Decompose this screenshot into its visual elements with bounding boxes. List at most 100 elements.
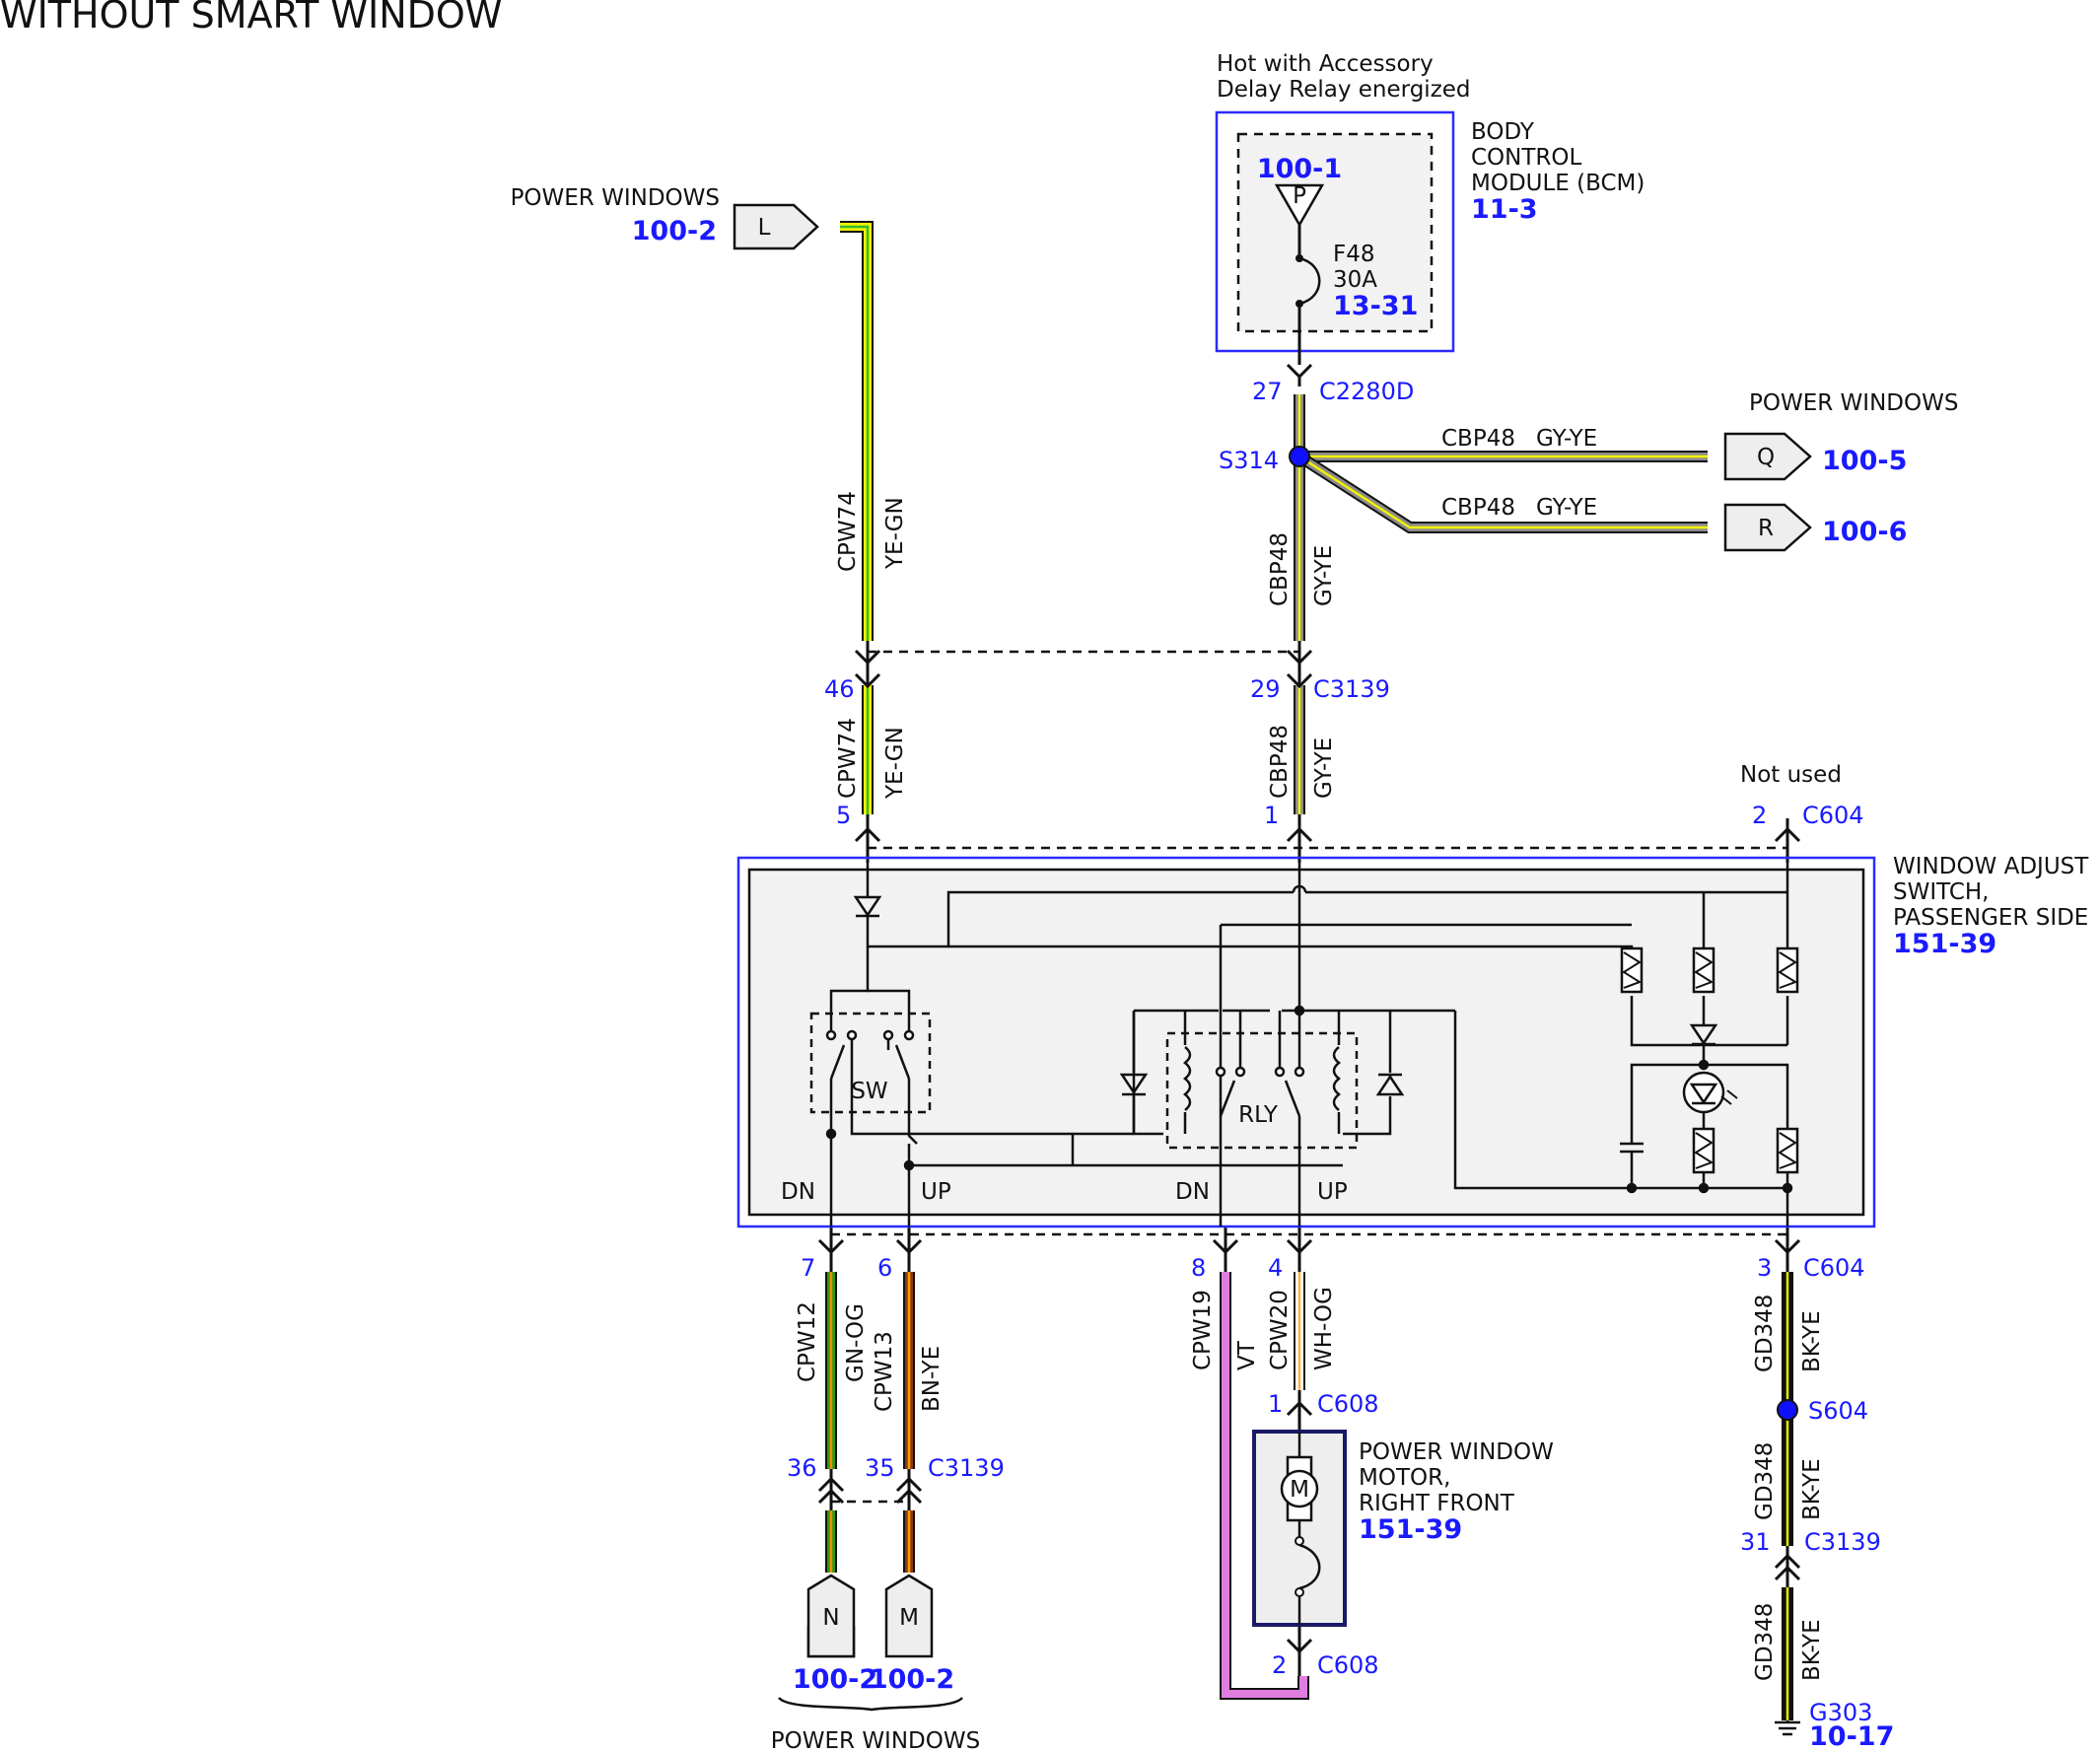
wire-cpw74-upper [840, 221, 874, 641]
sw-label: SW [851, 1079, 887, 1104]
resistor-icons [1620, 946, 1799, 1174]
switch-name-line3: PASSENGER SIDE [1893, 905, 2088, 931]
fuse-icon [1298, 256, 1321, 306]
splice-s314 [1289, 446, 1310, 467]
wire-cpw19 [1220, 1272, 1309, 1700]
ground-icon [1775, 1720, 1800, 1736]
cpw13-circuit: CPW13 [872, 1331, 897, 1412]
c3139-bottom-name2: C3139 [1804, 1528, 1881, 1556]
c2280d-name: C2280D [1319, 378, 1414, 405]
c3139-top-pin-left: 46 [824, 675, 855, 703]
connector-bodies [831, 650, 1787, 1504]
bcm-source-symbol [1274, 183, 1325, 228]
conn-r-ref[interactable]: 100-6 [1822, 517, 1907, 547]
cbp48-upper-color: GY-YE [1311, 545, 1337, 606]
cpw12-circuit: CPW12 [795, 1301, 820, 1382]
conn-l[interactable]: L [733, 203, 819, 250]
cbp48-upper-circuit: CBP48 [1267, 532, 1293, 606]
c604-bottom-pin-a: 7 [801, 1254, 815, 1282]
switch-ref[interactable]: 151-39 [1893, 929, 1996, 959]
bcm-name-line3: MODULE (BCM) [1471, 171, 1645, 196]
conn-q-label: POWER WINDOWS [1749, 390, 1958, 416]
ground-ref[interactable]: 10-17 [1809, 1721, 1894, 1752]
cpw20-color: WH-OG [1311, 1287, 1337, 1370]
cbp48-lower-color: GY-YE [1311, 737, 1337, 799]
up2-label: UP [1317, 1179, 1348, 1205]
switch-circuit [809, 863, 1793, 1226]
c608-bottom-pin: 2 [1272, 1651, 1287, 1679]
cpw13-color: BN-YE [919, 1346, 945, 1412]
conn-m-letter: M [899, 1605, 919, 1631]
motor-symbol: M [1290, 1477, 1309, 1503]
bcm-module: P 100-1 F48 30A 13-31 Hot with Accessory… [1215, 51, 1645, 365]
c3139-bottom-name: C3139 [928, 1454, 1005, 1482]
gd348-b-circuit: GD348 [1752, 1442, 1778, 1520]
switch-name-line2: SWITCH, [1893, 879, 1990, 905]
bcm-source-ref: 100-1 [1257, 154, 1342, 184]
cpw74-lower-color: YE-GN [882, 727, 908, 800]
cbp48-lower-circuit: CBP48 [1267, 725, 1293, 799]
motor-icon [1280, 1469, 1319, 1508]
c608-top-pin: 1 [1268, 1390, 1283, 1418]
brace-icon [778, 1697, 963, 1712]
cbp48-q-color: GY-YE [1536, 426, 1597, 452]
cbp48-r-circuit: CBP48 [1441, 495, 1515, 521]
c604-bottom-pin-d: 4 [1268, 1254, 1283, 1282]
conn-n[interactable]: N [806, 1574, 856, 1658]
conn-m-ref[interactable]: 100-2 [870, 1664, 954, 1695]
c3139-bottom-pin-c: 31 [1740, 1528, 1771, 1556]
conn-q[interactable]: Q [1723, 432, 1812, 481]
motor-name-line3: RIGHT FRONT [1359, 1491, 1515, 1516]
c604-top-name: C604 [1802, 802, 1864, 829]
window-adjust-switch: SW RLY DN UP DN UP [736, 856, 1876, 1228]
gd348-b-color: BK-YE [1799, 1458, 1825, 1520]
cpw19-color: VT [1234, 1340, 1260, 1370]
bcm-name-line1: BODY [1471, 119, 1535, 145]
conn-l-letter: L [758, 215, 771, 241]
c604-top-pin-c: 2 [1752, 802, 1767, 829]
switch-inner [747, 868, 1865, 1217]
c3139-top-pin-right: 29 [1250, 675, 1281, 703]
dn2-label: DN [1175, 1179, 1210, 1205]
c3139-bottom-pin-b: 35 [865, 1454, 895, 1482]
conn-r[interactable]: R [1723, 503, 1812, 552]
bottom-label: POWER WINDOWS [771, 1728, 980, 1752]
motor-name-line2: MOTOR, [1359, 1465, 1450, 1491]
c604-top-pin-b: 1 [1264, 802, 1279, 829]
c3139-bottom-pin-a: 36 [787, 1454, 817, 1482]
bcm-source-letter: P [1293, 183, 1306, 209]
wire-cbp48-to-r [1295, 451, 1708, 533]
cpw20-circuit: CPW20 [1267, 1290, 1293, 1370]
c604-bottom-pin-c: 8 [1191, 1254, 1206, 1282]
switch-name-line1: WINDOW ADJUST [1893, 854, 2089, 879]
c608-bottom-name: C608 [1317, 1651, 1379, 1679]
splice-s604 [1777, 1399, 1798, 1421]
gd348-a-color: BK-YE [1799, 1310, 1825, 1372]
conn-n-ref[interactable]: 100-2 [793, 1664, 877, 1695]
page-title: WITHOUT SMART WINDOW [0, 0, 502, 36]
conn-l-label: POWER WINDOWS [511, 185, 720, 211]
conn-q-letter: Q [1757, 445, 1775, 470]
cpw12-color: GN-OG [843, 1303, 869, 1382]
conn-l-ref[interactable]: 100-2 [632, 216, 717, 246]
fuse-name: F48 [1333, 242, 1375, 267]
conn-q-ref[interactable]: 100-5 [1822, 446, 1907, 476]
bcm-outline [1215, 110, 1455, 353]
fuse-ref: 13-31 [1333, 291, 1418, 321]
conn-n-letter: N [822, 1605, 839, 1631]
motor-ref[interactable]: 151-39 [1359, 1514, 1462, 1545]
motor-breaker-icon [1298, 1543, 1321, 1590]
bcm-note-line1: Hot with Accessory [1217, 51, 1434, 77]
c604-not-used: Not used [1740, 762, 1842, 788]
bcm-inner [1236, 132, 1434, 333]
c3139-top-name: C3139 [1313, 675, 1390, 703]
dn1-label: DN [781, 1179, 815, 1205]
gd348-a-circuit: GD348 [1752, 1295, 1778, 1372]
conn-m[interactable]: M [884, 1574, 934, 1658]
cbp48-r-color: GY-YE [1536, 495, 1597, 521]
power-window-motor: M [1252, 1430, 1347, 1627]
c2280d-pin: 27 [1252, 378, 1283, 405]
cpw74-upper-color: YE-GN [882, 497, 908, 570]
cpw74-upper-circuit: CPW74 [835, 491, 861, 572]
